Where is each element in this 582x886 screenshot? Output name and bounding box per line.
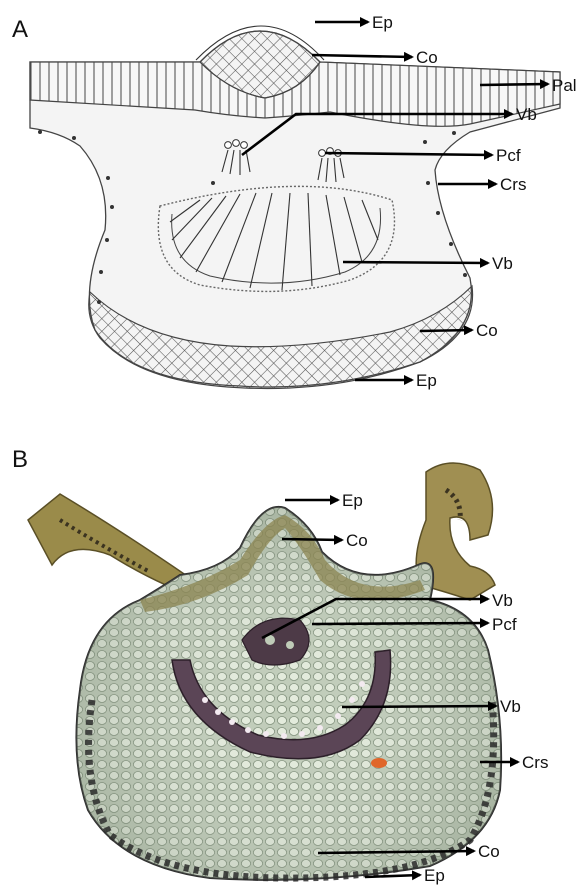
svg-text:Ep: Ep xyxy=(424,866,445,885)
svg-text:Crs: Crs xyxy=(500,175,526,194)
panel-b: B Ep xyxy=(12,446,548,885)
panel-letter-b: B xyxy=(12,446,28,473)
svg-text:Co: Co xyxy=(416,48,438,67)
svg-text:Pcf: Pcf xyxy=(496,146,521,165)
panel-letter-a: A xyxy=(12,16,28,43)
label-b-ep-top: Ep xyxy=(285,491,363,510)
svg-text:Pal: Pal xyxy=(552,76,577,95)
svg-text:Vb: Vb xyxy=(516,105,537,124)
label-a-crs: Crs xyxy=(438,175,526,194)
resin-spot xyxy=(371,758,387,768)
svg-text:Ep: Ep xyxy=(342,491,363,510)
svg-text:Co: Co xyxy=(476,321,498,340)
panel-a: A xyxy=(12,13,577,390)
svg-text:Crs: Crs xyxy=(522,753,548,772)
svg-text:Vb: Vb xyxy=(492,254,513,273)
svg-text:Pcf: Pcf xyxy=(492,615,517,634)
svg-text:Co: Co xyxy=(346,531,368,550)
label-a-ep-top: Ep xyxy=(315,13,393,32)
svg-text:Vb: Vb xyxy=(500,697,521,716)
svg-text:Ep: Ep xyxy=(372,13,393,32)
svg-text:Co: Co xyxy=(478,842,500,861)
svg-text:Vb: Vb xyxy=(492,591,513,610)
svg-text:Ep: Ep xyxy=(416,371,437,390)
